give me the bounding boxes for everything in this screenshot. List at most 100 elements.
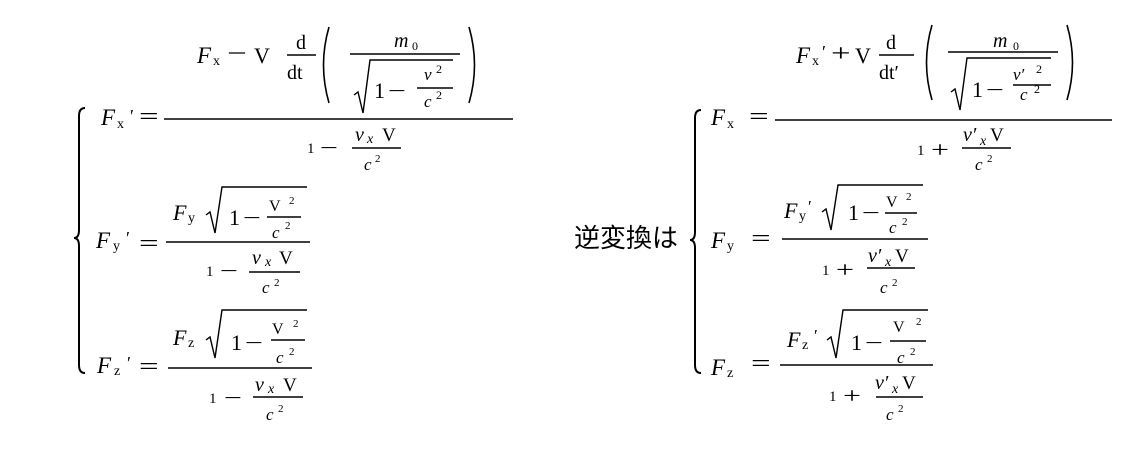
math-symbol: ′ [822, 41, 826, 62]
math-symbol: x [892, 382, 899, 398]
math-symbol: dt [287, 62, 303, 85]
math-symbol: V [254, 42, 270, 68]
math-symbol: x [812, 54, 819, 70]
math-symbol: − [220, 257, 239, 283]
math-symbol: c [897, 347, 905, 367]
math-symbol: v′ [1013, 64, 1025, 84]
math-symbol: 1 [209, 391, 217, 408]
math-symbol: F [96, 227, 111, 253]
math-symbol: = [751, 350, 771, 377]
math-symbol: F [796, 42, 811, 68]
math-symbol: 2 [274, 276, 280, 289]
math-symbol: c [266, 404, 274, 424]
math-symbol: x [213, 54, 220, 70]
inverse-transform-label: 逆変換は [574, 224, 679, 254]
math-symbol: V [895, 246, 909, 268]
math-symbol: x [268, 382, 275, 398]
math-symbol: v [255, 374, 264, 397]
math-symbol: 2 [1036, 61, 1042, 76]
math-symbol: V [279, 248, 293, 270]
math-symbol: c [1020, 84, 1028, 104]
math-symbol: V [855, 42, 871, 68]
math-symbol: 0 [1013, 38, 1019, 53]
math-symbol: v [252, 247, 261, 270]
math-symbol: = [139, 103, 159, 130]
math-symbol: F [173, 199, 187, 225]
math-symbol: + [931, 136, 950, 162]
math-symbol: 1 [851, 329, 862, 355]
math-symbol: c [975, 154, 983, 174]
math-symbol: d [886, 32, 896, 55]
math-symbol: 1 [822, 263, 830, 280]
math-symbol: y [188, 211, 195, 227]
math-symbol: ′ [126, 227, 130, 248]
math-symbol: v′ [963, 124, 977, 147]
math-symbol: c [364, 154, 372, 174]
math-symbol: F [173, 324, 187, 350]
math-symbol: c [886, 404, 894, 424]
math-symbol: x [980, 134, 987, 150]
math-symbol: x [265, 255, 272, 271]
left-parenthesis [925, 24, 933, 101]
math-symbol: 2 [436, 61, 442, 76]
math-symbol: v [355, 124, 364, 147]
math-symbol: = [749, 103, 769, 130]
math-symbol: − [986, 76, 1005, 102]
math-symbol: − [865, 329, 884, 355]
math-symbol: 2 [293, 317, 299, 330]
math-symbol: x [885, 255, 892, 271]
math-symbol: x [367, 132, 374, 148]
math-symbol: 2 [987, 152, 993, 165]
math-symbol: dt′ [879, 62, 899, 85]
math-symbol: ′ [808, 196, 812, 216]
math-symbol: 1 [917, 143, 925, 160]
math-symbol: 2 [436, 87, 442, 102]
math-symbol: ′ [127, 352, 131, 373]
math-symbol: 2 [902, 215, 908, 228]
math-symbol: v [424, 64, 432, 84]
math-symbol: = [139, 353, 159, 380]
math-symbol: d [296, 32, 306, 55]
math-symbol: x [727, 117, 734, 133]
math-symbol: 2 [278, 402, 284, 415]
math-symbol: 2 [1034, 81, 1040, 96]
math-symbol: z [727, 366, 734, 382]
right-parenthesis [1066, 24, 1074, 101]
math-symbol: 2 [916, 315, 922, 328]
math-symbol: F [784, 197, 798, 223]
math-symbol: F [97, 352, 112, 378]
math-symbol: m [993, 30, 1008, 53]
square-root-sign [205, 309, 307, 359]
math-symbol: V [382, 125, 396, 147]
math-symbol: m [394, 30, 409, 53]
math-symbol: ′ [814, 325, 818, 345]
math-symbol: 1 [231, 329, 242, 355]
math-symbol: F [197, 42, 212, 68]
math-symbol: 2 [289, 345, 295, 358]
math-symbol: c [276, 347, 284, 367]
math-symbol: − [862, 199, 881, 225]
math-symbol: z [114, 364, 121, 380]
math-symbol: V [893, 318, 905, 336]
math-symbol: c [889, 217, 897, 237]
math-symbol: F [787, 326, 801, 352]
math-symbol: y [727, 239, 734, 255]
math-symbol: x [117, 117, 124, 133]
math-symbol: − [245, 329, 264, 355]
math-symbol: 1 [829, 389, 837, 406]
math-symbol: 2 [910, 345, 916, 358]
math-symbol: 0 [412, 38, 418, 53]
math-symbol: z [188, 336, 195, 352]
math-symbol: V [269, 197, 281, 215]
math-symbol: V [272, 320, 284, 338]
math-symbol: c [262, 277, 270, 297]
math-symbol: F [711, 227, 726, 253]
math-symbol: F [711, 104, 726, 130]
math-symbol: c [880, 277, 888, 297]
square-root-sign [821, 184, 923, 231]
math-symbol: V [902, 373, 916, 395]
math-symbol: z [802, 338, 809, 354]
math-symbol: v′ [875, 372, 889, 395]
right-parenthesis [468, 26, 476, 104]
